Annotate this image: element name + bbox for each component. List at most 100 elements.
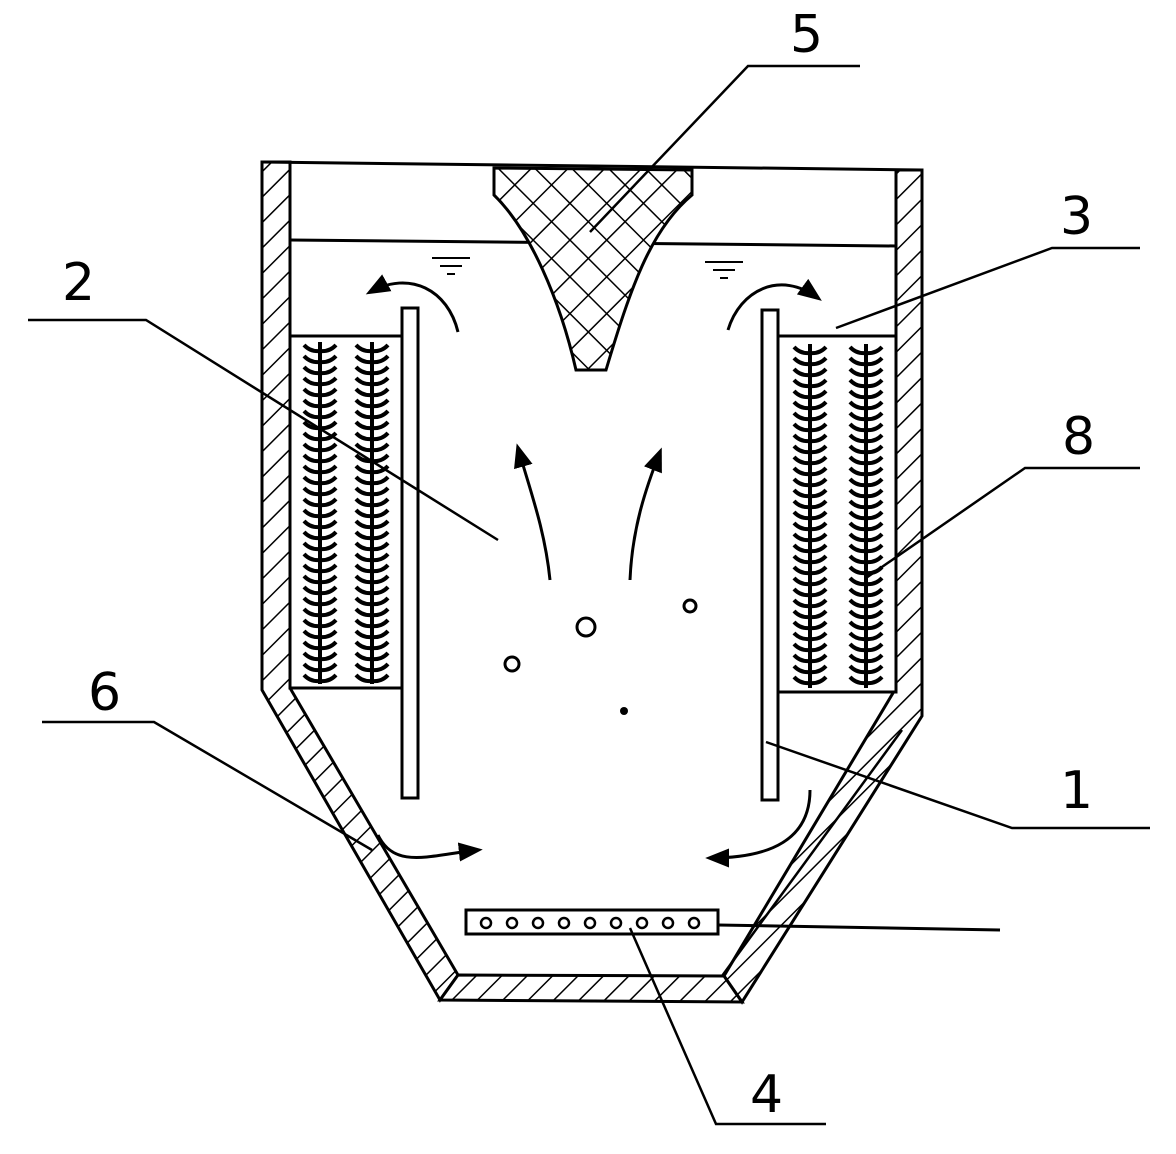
fiber-tuft [792,521,811,532]
fiber-tuft [865,554,884,565]
fiber-tuft [792,455,811,466]
fiber-tuft [354,607,373,618]
fiber-tuft [809,642,828,653]
fiber-tuft [354,376,373,387]
fiber-tuft [302,354,321,365]
aerator-hole [583,916,597,930]
fiber-tuft [319,431,338,442]
fiber-tuft [371,354,390,365]
fiber-tuft [371,464,390,475]
fiber-tuft [302,442,321,453]
fiber-tuft [319,464,338,475]
fiber-tuft [371,651,390,662]
fiber-tuft [792,400,811,411]
fiber-tuft [371,541,390,552]
fiber-tuft [792,499,811,510]
fiber-tuft [809,664,828,675]
vessel-wall-bottom [437,973,745,1004]
fiber-tuft [302,376,321,387]
fiber-tuft [809,389,828,400]
fiber-tuft [792,444,811,455]
fiber-tuft [848,554,867,565]
fiber-tuft [865,598,884,609]
fiber-tuft [792,587,811,598]
fiber-tuft [848,620,867,631]
fiber-tuft [354,398,373,409]
fiber-tuft [371,387,390,398]
fiber-tuft [371,486,390,497]
fiber-tuft [792,411,811,422]
fiber-tuft [302,640,321,651]
fiber-tuft [371,420,390,431]
fiber-tuft [848,576,867,587]
fiber-tuft [371,497,390,508]
fiber-tuft [809,598,828,609]
fiber-tuft [865,411,884,422]
fiber-tuft [865,510,884,521]
fiber-tuft [319,376,338,387]
fiber-tuft [809,587,828,598]
fiber-tuft [302,475,321,486]
fiber-tuft [371,662,390,673]
baffle-left [400,306,420,800]
fiber-tuft [302,519,321,530]
vessel-rim [261,160,923,172]
fiber-tuft [319,497,338,508]
fiber-tuft [792,609,811,620]
fiber-tuft [371,530,390,541]
fiber-tuft [371,563,390,574]
fiber-tuft [865,587,884,598]
label-3: 3 [1060,187,1093,247]
fiber-tuft [354,618,373,629]
fiber-tuft [809,532,828,543]
fiber-tuft [302,673,321,684]
fiber-tuft [302,618,321,629]
fiber-tuft [848,422,867,433]
label-6: 6 [88,663,121,723]
fiber-tuft [792,389,811,400]
fiber-tuft [371,552,390,563]
fiber-tuft [319,486,338,497]
aerator-hole [635,916,649,930]
fiber-tuft [319,651,338,662]
fiber-tuft [792,422,811,433]
fiber-tuft [302,365,321,376]
fiber-tuft [354,530,373,541]
air-bubble-small [620,707,628,715]
fiber-tuft [319,574,338,585]
aerator-hole [609,916,623,930]
fiber-tuft [319,475,338,486]
fiber-tuft [319,365,338,376]
fiber-tuft [809,565,828,576]
label-4: 4 [750,1065,783,1125]
fiber-tuft [809,466,828,477]
fiber-tuft [848,378,867,389]
fiber-tuft [354,519,373,530]
fiber-tuft [848,455,867,466]
fiber-tuft [792,466,811,477]
fiber-tuft [865,422,884,433]
fiber-tuft [809,411,828,422]
fiber-tuft [809,433,828,444]
fiber-tuft [792,345,811,356]
fiber-tuft [848,642,867,653]
fiber-tuft [809,367,828,378]
fiber-tuft [319,387,338,398]
fiber-tuft [809,631,828,642]
fiber-tuft [354,673,373,684]
fiber-tuft [792,653,811,664]
fiber-tuft [319,420,338,431]
fiber-tuft [809,477,828,488]
fiber-tuft [865,620,884,631]
fiber-tuft [809,455,828,466]
fiber-tuft [302,508,321,519]
fiber-tuft [371,585,390,596]
fiber-tuft [865,664,884,675]
fiber-tuft [809,345,828,356]
fiber-packing [302,342,884,688]
aerator-hole [687,916,701,930]
fiber-tuft [809,400,828,411]
fiber-tuft [848,664,867,675]
fiber-tuft [371,607,390,618]
fiber-tuft [848,345,867,356]
